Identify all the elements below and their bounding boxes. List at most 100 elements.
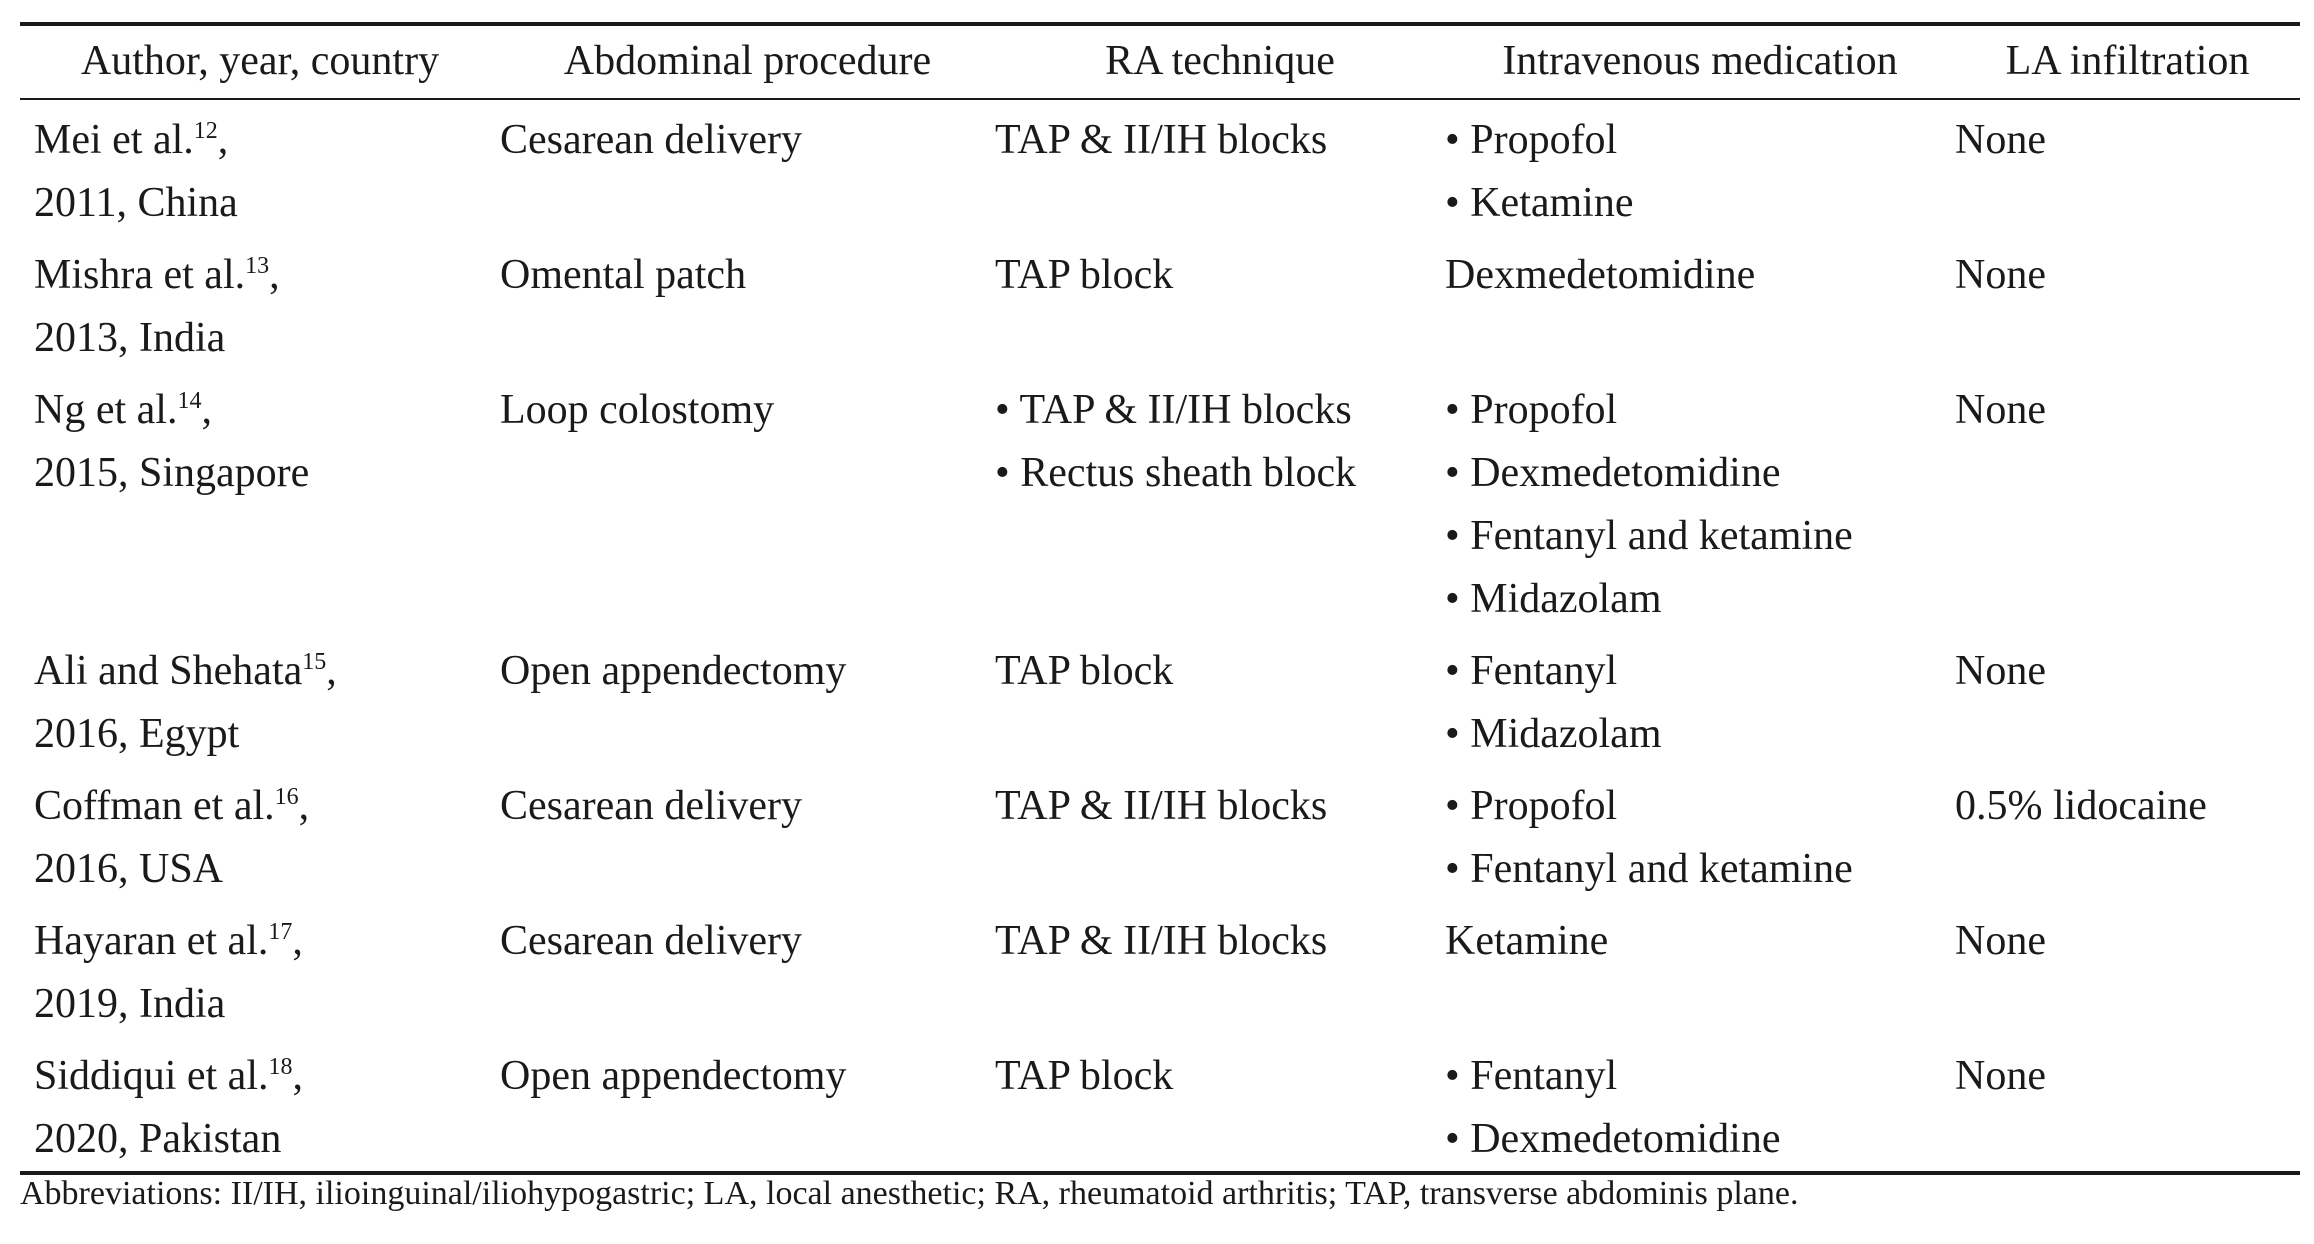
header-procedure: Abdominal procedure bbox=[563, 38, 932, 84]
author-line: Hayaran et al.17, bbox=[34, 910, 500, 973]
header-ra-technique: RA technique bbox=[1105, 38, 1335, 84]
study-table: Author, year, country Abdominal procedur… bbox=[20, 22, 2300, 1175]
iv-medication-item: Fentanyl bbox=[1445, 1045, 1955, 1108]
iv-medication-item: Dexmedetomidine bbox=[1445, 1108, 1955, 1171]
table-row: Ng et al.14, 2015, Singapore Loop colostom… bbox=[20, 379, 2300, 631]
cell-la-infiltration: None bbox=[1955, 918, 2046, 964]
table-row: Mishra et al.13, 2013, India Omental patch… bbox=[20, 244, 2300, 370]
cell-ra-technique: TAP & II/IH blocksRectus sheath block bbox=[995, 379, 1445, 631]
table-row: Hayaran et al.17, 2019, India Cesarean del… bbox=[20, 910, 2300, 1036]
ra-technique-item: TAP block bbox=[995, 1053, 1174, 1099]
ra-technique-item: TAP & II/IH blocks bbox=[995, 783, 1328, 829]
author-comma: , bbox=[217, 117, 229, 163]
author-comma: , bbox=[292, 918, 303, 964]
author-comma: , bbox=[292, 1053, 304, 1099]
table-bottom-rule bbox=[20, 1171, 2300, 1175]
year-country: 2015, Singapore bbox=[34, 450, 310, 496]
ra-technique-item: Rectus sheath block bbox=[995, 442, 1445, 505]
year-country: 2016, Egypt bbox=[34, 711, 240, 757]
cell-procedure: Open appendectomy bbox=[500, 1053, 847, 1099]
cell-author: Ng et al.14, 2015, Singapore bbox=[20, 379, 500, 631]
author-name: Siddiqui et al. bbox=[34, 1053, 269, 1099]
author-comma: , bbox=[201, 387, 212, 433]
cell-procedure: Cesarean delivery bbox=[500, 918, 803, 964]
year-country: 2019, India bbox=[34, 981, 226, 1027]
author-line: Ng et al.14, bbox=[34, 379, 500, 442]
cell-procedure: Loop colostomy bbox=[500, 387, 775, 433]
author-comma: , bbox=[269, 252, 280, 298]
author-line: Mishra et al.13, bbox=[34, 244, 500, 307]
cell-ra-technique: TAP & II/IH blocks bbox=[995, 775, 1445, 901]
ra-technique-item: TAP block bbox=[995, 252, 1174, 298]
year-country: 2016, USA bbox=[34, 846, 224, 892]
cell-ra-technique: TAP block bbox=[995, 244, 1445, 370]
header-la-infiltration: LA infiltration bbox=[2005, 38, 2250, 84]
cell-iv-medication: PropofolDexmedetomidineFentanyl and keta… bbox=[1445, 379, 1955, 631]
cell-iv-medication: FentanylMidazolam bbox=[1445, 640, 1955, 766]
reference-number: 17 bbox=[268, 919, 293, 945]
cell-procedure: Cesarean delivery bbox=[500, 117, 803, 163]
year-country: 2011, China bbox=[34, 180, 238, 226]
cell-procedure: Open appendectomy bbox=[500, 648, 847, 694]
table-header-row: Author, year, country Abdominal procedur… bbox=[20, 26, 2300, 96]
cell-la-infiltration: None bbox=[1955, 252, 2046, 298]
ra-technique-item: TAP & II/IH blocks bbox=[995, 379, 1445, 442]
iv-medication-item: Ketamine bbox=[1445, 172, 1955, 235]
table-footnote: Abbreviations: II/IH, ilioinguinal/ilioh… bbox=[20, 1175, 1799, 1212]
cell-ra-technique: TAP & II/IH blocks bbox=[995, 910, 1445, 1036]
reference-number: 13 bbox=[245, 253, 270, 279]
table-row: Ali and Shehata15, 2016, Egypt Open append… bbox=[20, 640, 2300, 766]
author-comma: , bbox=[326, 648, 337, 694]
author-line: Mei et al.12, bbox=[34, 109, 500, 172]
iv-medication-item: Fentanyl and ketamine bbox=[1445, 505, 1955, 568]
author-line: Ali and Shehata15, bbox=[34, 640, 500, 703]
cell-la-infiltration: None bbox=[1955, 387, 2046, 433]
header-iv-medication: Intravenous medication bbox=[1502, 38, 1898, 84]
cell-procedure: Omental patch bbox=[500, 252, 747, 298]
cell-author: Mei et al.12, 2011, China bbox=[20, 109, 500, 235]
reference-number: 16 bbox=[274, 784, 299, 810]
author-name: Mishra et al. bbox=[34, 252, 246, 298]
cell-iv-medication: PropofolKetamine bbox=[1445, 109, 1955, 235]
author-line: Coffman et al.16, bbox=[34, 775, 500, 838]
cell-la-infiltration: None bbox=[1955, 1053, 2046, 1099]
cell-procedure: Cesarean delivery bbox=[500, 783, 803, 829]
iv-medication-item: Fentanyl and ketamine bbox=[1445, 838, 1955, 901]
cell-la-infiltration: None bbox=[1955, 648, 2046, 694]
header-author: Author, year, country bbox=[80, 38, 440, 84]
cell-iv-medication: Dexmedetomidine bbox=[1445, 244, 1955, 370]
cell-author: Coffman et al.16, 2016, USA bbox=[20, 775, 500, 901]
iv-medication-item: Dexmedetomidine bbox=[1445, 442, 1955, 505]
iv-medication-item: Fentanyl bbox=[1445, 640, 1955, 703]
year-country: 2013, India bbox=[34, 315, 226, 361]
author-name: Mei et al. bbox=[34, 117, 194, 163]
reference-number: 15 bbox=[302, 649, 327, 675]
table-row: Mei et al.12, 2011, China Cesarean deliver… bbox=[20, 109, 2300, 235]
cell-iv-medication: PropofolFentanyl and ketamine bbox=[1445, 775, 1955, 901]
cell-la-infiltration: None bbox=[1955, 117, 2046, 163]
ra-technique-item: TAP block bbox=[995, 648, 1174, 694]
table-header-rule bbox=[20, 98, 2300, 100]
iv-medication-item: Propofol bbox=[1445, 109, 1955, 172]
table-row: Coffman et al.16, 2016, USA Cesarean deliv… bbox=[20, 775, 2300, 901]
cell-author: Siddiqui et al.18,2020, Pakistan bbox=[20, 1045, 500, 1171]
iv-medication-item: Midazolam bbox=[1445, 703, 1955, 766]
table-top-rule bbox=[20, 22, 2300, 26]
cell-ra-technique: TAP & II/IH blocks bbox=[995, 109, 1445, 235]
author-name: Hayaran et al. bbox=[34, 918, 269, 964]
cell-author: Ali and Shehata15, 2016, Egypt bbox=[20, 640, 500, 766]
ra-technique-item: TAP & II/IH blocks bbox=[995, 117, 1328, 163]
ra-technique-item: TAP & II/IH blocks bbox=[995, 918, 1328, 964]
cell-iv-medication: Ketamine bbox=[1445, 910, 1955, 1036]
author-name: Ng et al. bbox=[34, 387, 178, 433]
iv-medication-item: Ketamine bbox=[1445, 918, 1609, 964]
author-comma: , bbox=[298, 783, 310, 829]
cell-ra-technique: TAP block bbox=[995, 640, 1445, 766]
reference-number: 18 bbox=[268, 1054, 293, 1080]
reference-number: 12 bbox=[193, 118, 218, 144]
author-line: Siddiqui et al.18, bbox=[34, 1045, 500, 1108]
author-name: Ali and Shehata bbox=[34, 648, 303, 694]
reference-number: 14 bbox=[177, 388, 202, 414]
